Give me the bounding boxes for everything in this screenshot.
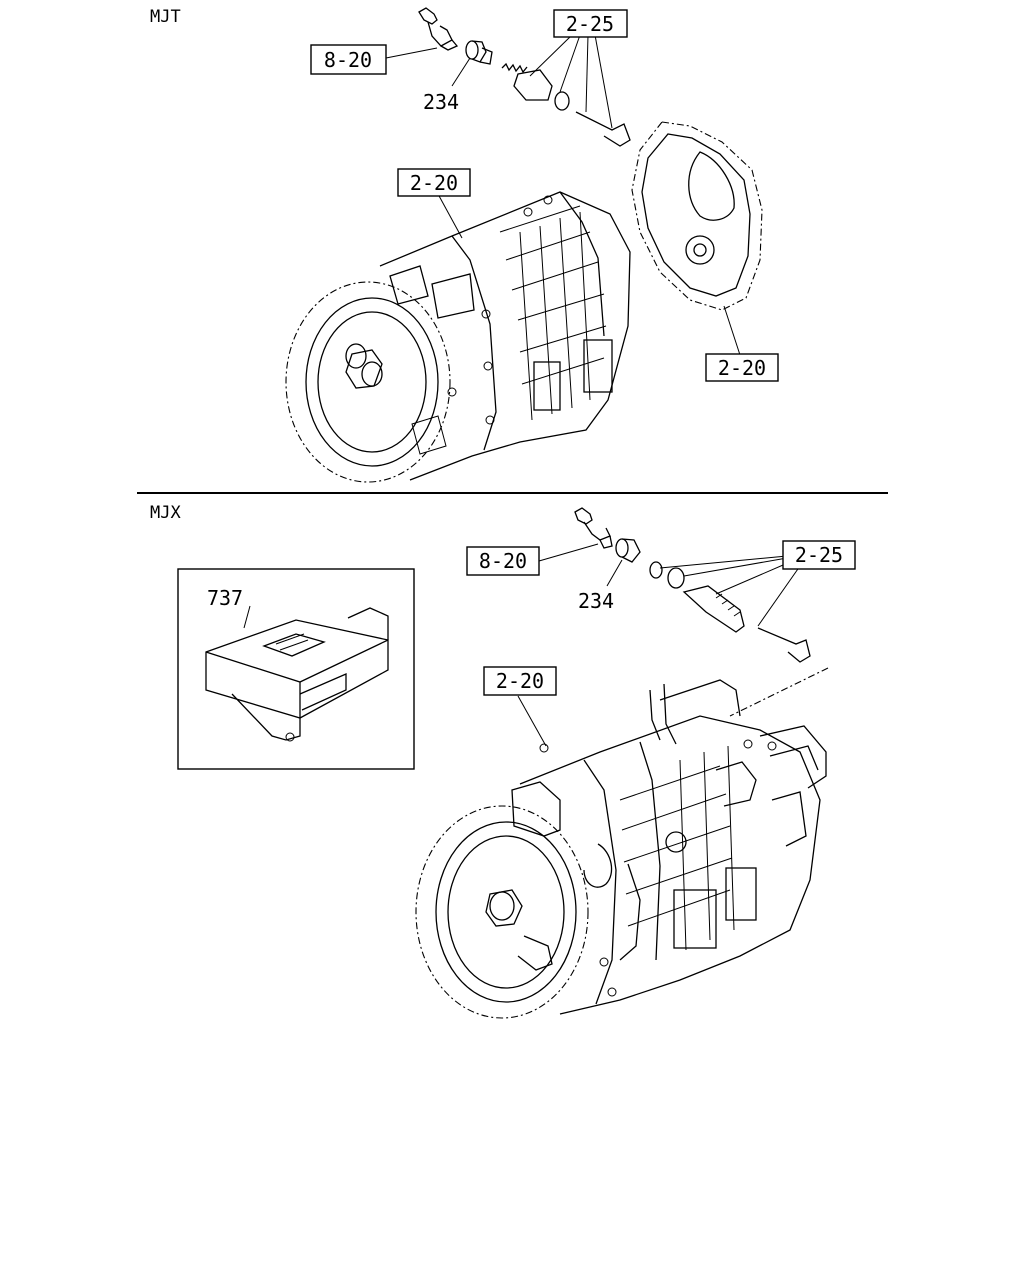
callout-8-20-mjt: 8-20	[310, 44, 387, 75]
leaders-mjx	[517, 543, 829, 747]
section-label-mjt: MJT	[150, 7, 181, 27]
control-unit-737: 737	[177, 568, 415, 770]
transmission-mjx-drawing	[415, 679, 827, 1019]
section-mjt: MJT	[150, 7, 779, 483]
rear-cover-drawing	[631, 121, 763, 311]
parts-2-25-mjx-drawing	[649, 561, 811, 663]
svg-text:2-20: 2-20	[410, 171, 458, 195]
svg-text:8-20: 8-20	[479, 549, 527, 573]
svg-text:2-20: 2-20	[718, 356, 766, 380]
callout-234-mjt: 234	[423, 90, 459, 114]
callout-2-25-mjx: 2-25	[782, 540, 856, 570]
svg-text:2-25: 2-25	[566, 12, 614, 36]
speed-sensor-234-drawing	[465, 40, 493, 65]
svg-text:2-20: 2-20	[496, 669, 544, 693]
leaders-mjt	[385, 34, 741, 356]
section-mjx: MJX 737	[150, 503, 856, 1019]
connector-8-20-drawing	[418, 7, 459, 51]
callout-737: 737	[207, 586, 243, 610]
callout-2-20-mjx: 2-20	[483, 666, 557, 696]
callout-2-20-mjt-main: 2-20	[397, 168, 471, 197]
section-label-mjx: MJX	[150, 503, 181, 523]
transmission-mjt-drawing	[285, 191, 631, 483]
svg-text:2-25: 2-25	[795, 543, 843, 567]
speed-sensor-234-mjx-drawing	[615, 538, 641, 563]
callout-234-mjx: 234	[578, 589, 614, 613]
callout-8-20-mjx: 8-20	[466, 546, 540, 576]
callout-2-25-mjt: 2-25	[553, 9, 628, 38]
parts-2-25-drawing	[501, 62, 631, 147]
svg-text:8-20: 8-20	[324, 48, 372, 72]
connector-8-20-mjx-drawing	[574, 507, 613, 549]
callout-2-20-mjt-cover: 2-20	[705, 353, 779, 382]
